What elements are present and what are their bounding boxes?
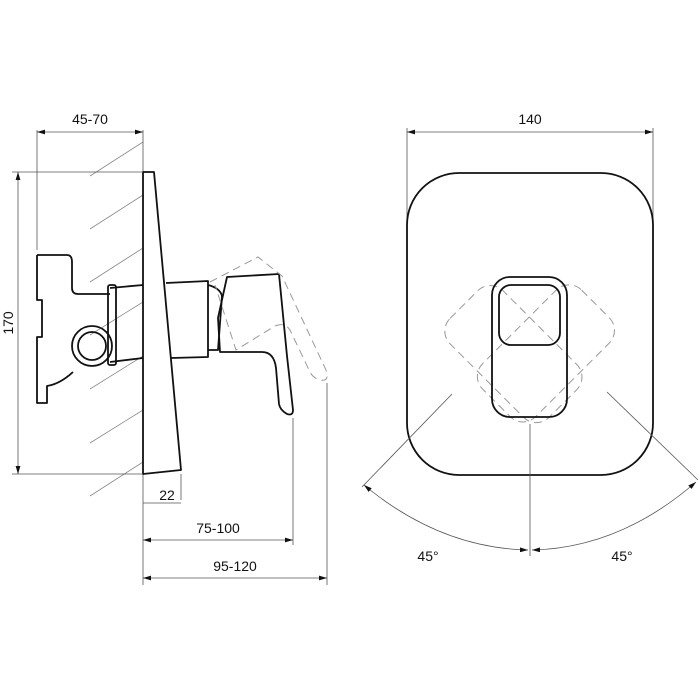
lever-alt-position [209, 256, 328, 381]
in-wall-body [36, 254, 144, 404]
dim-height-label: 170 [0, 311, 16, 335]
lever-front [491, 276, 568, 418]
dimension-plate-thickness: 22 [143, 474, 182, 504]
dimension-depth: 45-70 [36, 111, 143, 250]
dimension-width: 140 [406, 111, 654, 230]
lever [165, 273, 294, 416]
connection-fitting [71, 325, 113, 367]
dimension-total-projection: 95-120 [143, 383, 328, 585]
cover-plate [142, 171, 182, 475]
dim-depth-label: 45-70 [72, 111, 108, 127]
dimension-lever-projection: 75-100 [143, 418, 294, 545]
dim-rotation-left-label: 45° [417, 548, 438, 564]
dim-total-label: 95-120 [213, 558, 257, 574]
dimension-height: 170 [0, 171, 143, 475]
dimension-rotation: 45° 45° [361, 391, 699, 564]
dim-thickness-label: 22 [159, 487, 175, 503]
dim-rotation-right-label: 45° [611, 548, 632, 564]
lever-alt-positions [444, 284, 615, 424]
dim-lever-label: 75-100 [196, 520, 240, 536]
front-view: 140 45° 45° [361, 111, 699, 564]
side-view: 45-70 170 22 75-100 95-120 [0, 111, 328, 585]
dim-width-label: 140 [518, 111, 542, 127]
